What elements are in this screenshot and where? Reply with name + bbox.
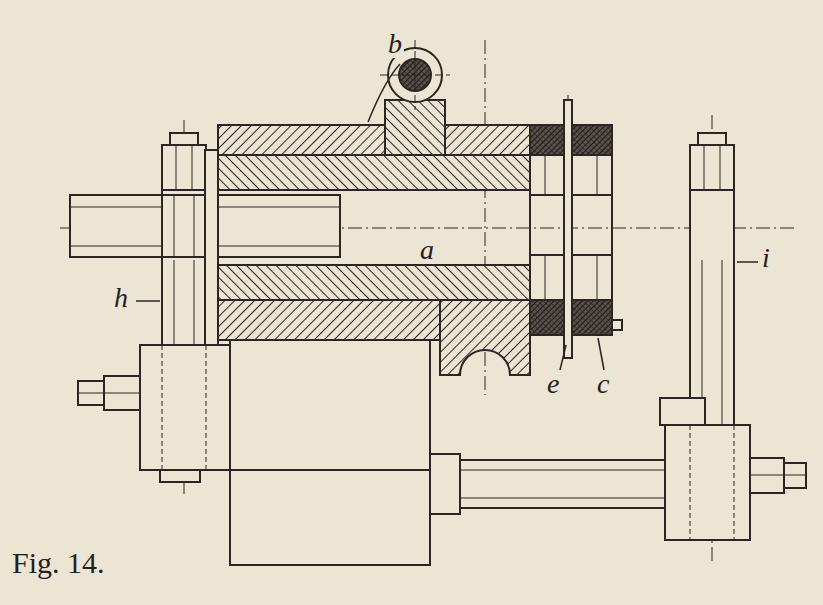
housing-foot xyxy=(230,470,430,565)
rod-collar xyxy=(430,454,460,514)
tie-rod xyxy=(430,460,665,508)
bolt-i xyxy=(660,133,806,540)
outer-sleeve xyxy=(218,125,530,155)
end-plate xyxy=(205,150,218,345)
housing-block xyxy=(230,340,430,470)
part-letter: h xyxy=(112,284,130,312)
centre-lines xyxy=(60,40,795,565)
part-letter: c xyxy=(595,370,611,398)
lower-lug xyxy=(440,300,530,375)
part-letter: b xyxy=(386,30,404,58)
part-letter: a xyxy=(418,236,436,264)
part-letter: i xyxy=(760,244,772,272)
leader-lines xyxy=(136,64,758,370)
bolt-h xyxy=(78,133,230,482)
ring-c xyxy=(530,125,622,335)
inner-bush xyxy=(218,155,530,190)
inner-bush xyxy=(218,265,530,300)
figure-caption: Fig. 14. xyxy=(10,548,107,578)
pin-e xyxy=(564,100,572,358)
part-letter: e xyxy=(545,370,561,398)
bolt-h-pass xyxy=(162,195,206,257)
